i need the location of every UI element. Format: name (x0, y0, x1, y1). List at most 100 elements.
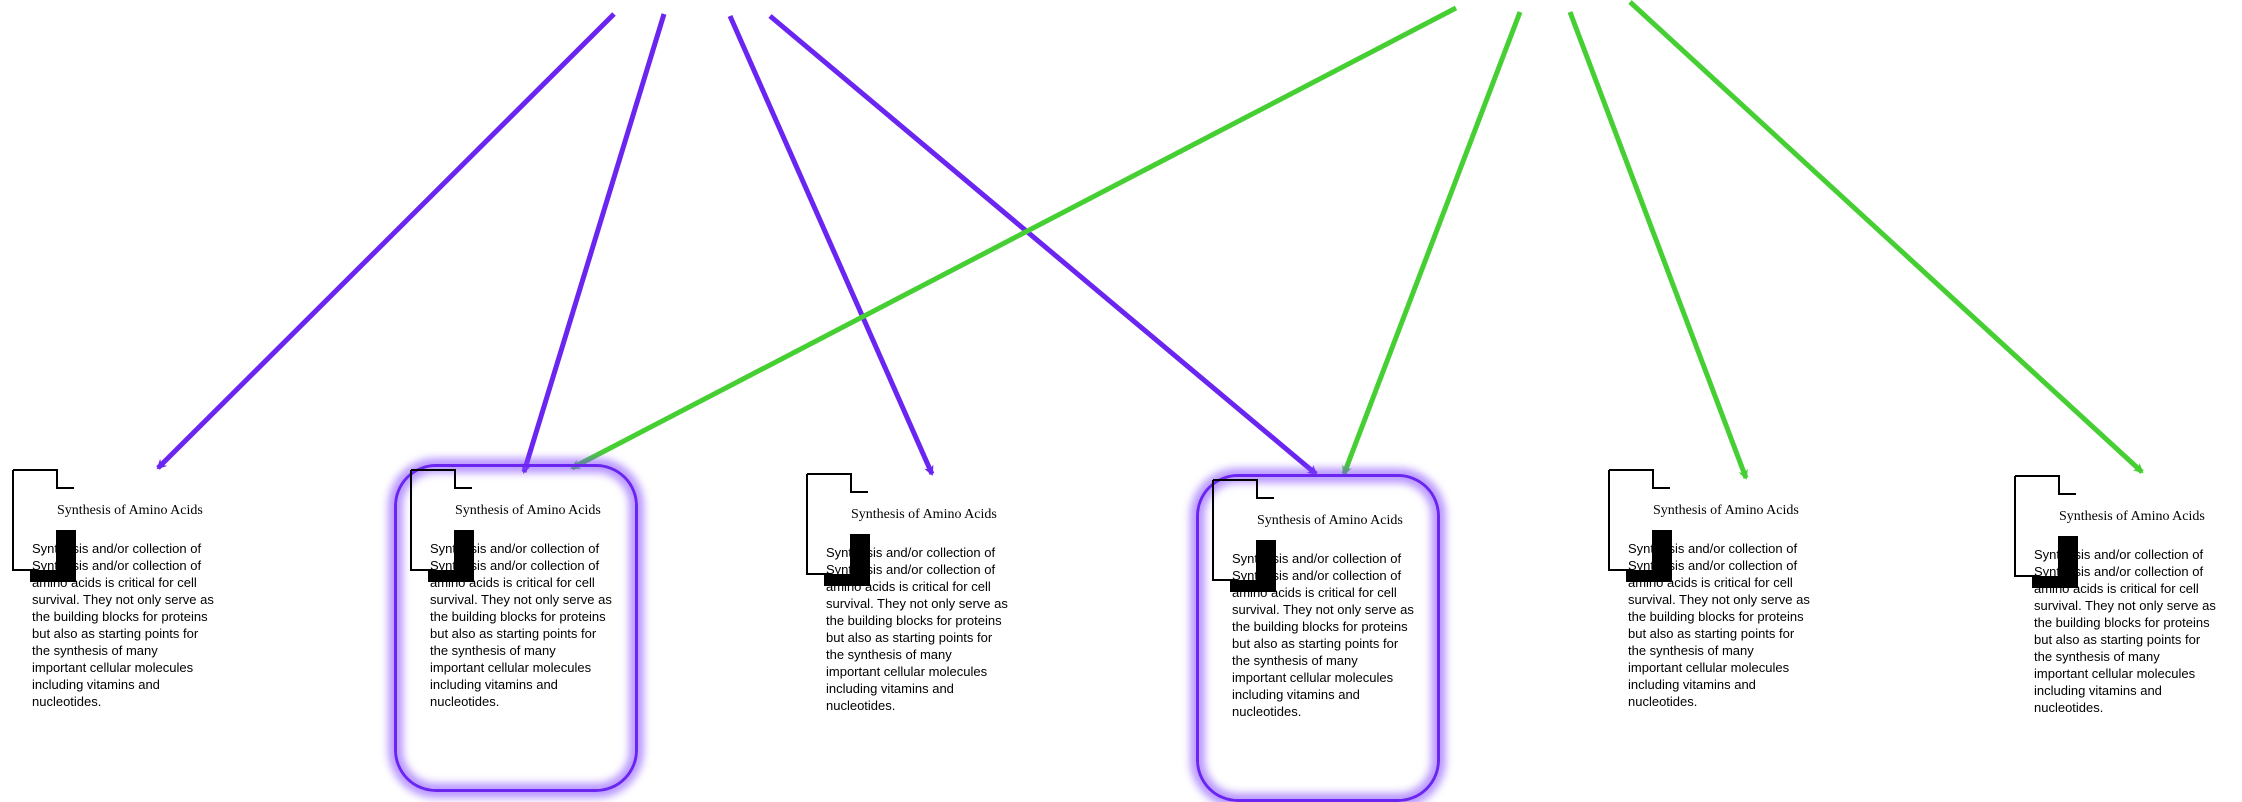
card-body-line: the synthesis of many (826, 647, 952, 662)
card-body-line: survival. They not only serve as (430, 592, 612, 607)
card-body-line: the synthesis of many (2034, 649, 2160, 664)
card-body-line: nucleotides. (2034, 700, 2104, 715)
arrow-layer (156, 0, 2144, 480)
card-body-line: the building blocks for proteins (430, 609, 606, 624)
card-body-line: including vitamins and (1628, 677, 1756, 692)
card-body-line: amino acids is critical for cell (430, 575, 595, 590)
card-body-line: including vitamins and (826, 681, 954, 696)
card-body-line: amino acids is critical for cell (1628, 575, 1793, 590)
card-body-line: the synthesis of many (32, 643, 158, 658)
card-title: Synthesis of Amino Acids (851, 507, 997, 522)
card-body-line: survival. They not only serve as (1628, 592, 1810, 607)
card-body-line: but also as starting points for (430, 626, 597, 641)
document-fold-mark (1626, 530, 1672, 582)
document-fold-mark (428, 530, 474, 582)
card-body-line: Synthesis and/or collection of (1232, 568, 1402, 583)
document-outline (806, 473, 868, 575)
card-body: Synthesis and/or collection of Synthesis … (1232, 550, 1437, 720)
card-body-line: important cellular molecules (32, 660, 194, 675)
card-body-line: Synthesis and/or collection of (826, 545, 996, 560)
card-body-line: Synthesis and/or collection of (2034, 547, 2204, 562)
card-body-line: nucleotides. (1628, 694, 1698, 709)
arrow-purple-to-card-4 (768, 14, 1318, 476)
card-body: Synthesis and/or collection of Synthesis … (1628, 540, 1833, 710)
card-body-line: the building blocks for proteins (826, 613, 1002, 628)
card-body-line: but also as starting points for (1628, 626, 1795, 641)
card-body-line: the building blocks for proteins (2034, 615, 2210, 630)
card-body-line: nucleotides. (430, 694, 500, 709)
card-body-line: amino acids is critical for cell (1232, 585, 1397, 600)
card-title: Synthesis of Amino Acids (57, 503, 203, 518)
card-title: Synthesis of Amino Acids (455, 503, 601, 518)
card-body-line: nucleotides. (1232, 704, 1302, 719)
document-icon (2014, 475, 2078, 588)
document-outline (1212, 479, 1274, 581)
arrow-purple-to-card-1 (156, 12, 616, 470)
card-body-line: amino acids is critical for cell (826, 579, 991, 594)
card-body-line: but also as starting points for (32, 626, 199, 641)
document-outline (12, 469, 74, 571)
card-body-line: nucleotides. (826, 698, 896, 713)
card-body-line: important cellular molecules (1628, 660, 1790, 675)
card-body-line: survival. They not only serve as (32, 592, 214, 607)
card-body-line: Synthesis and/or collection of (1232, 551, 1402, 566)
card-body-line: including vitamins and (32, 677, 160, 692)
card-body-line: nucleotides. (32, 694, 102, 709)
card-body-line: Synthesis and/or collection of (32, 558, 202, 573)
card-body-line: the building blocks for proteins (1232, 619, 1408, 634)
card-body-line: amino acids is critical for cell (2034, 581, 2199, 596)
arrow-green-to-card-5 (1567, 11, 1749, 480)
card-body-line: survival. They not only serve as (826, 596, 1008, 611)
arrow-purple-to-card-2 (521, 13, 667, 474)
document-fold-mark (30, 530, 76, 582)
card-title: Synthesis of Amino Acids (2059, 509, 2205, 524)
card-body-line: the synthesis of many (430, 643, 556, 658)
card-body-line: including vitamins and (430, 677, 558, 692)
card-title: Synthesis of Amino Acids (1257, 513, 1403, 528)
card-body-line: important cellular molecules (826, 664, 988, 679)
document-fold-mark (824, 534, 870, 586)
card-body-line: important cellular molecules (1232, 670, 1394, 685)
card-body-line: amino acids is critical for cell (32, 575, 197, 590)
document-fold-mark (1230, 540, 1276, 592)
document-icon (806, 473, 870, 586)
document-icon (12, 469, 76, 582)
card-body-line: the building blocks for proteins (32, 609, 208, 624)
card-body-line: important cellular molecules (2034, 666, 2196, 681)
document-outline (2014, 475, 2076, 577)
document-icon (1212, 479, 1276, 592)
card-body-line: Synthesis and/or collection of (32, 541, 202, 556)
card-body-line: Synthesis and/or collection of (1628, 541, 1798, 556)
card-body-line: but also as starting points for (826, 630, 993, 645)
card-body-line: including vitamins and (2034, 683, 2162, 698)
card-body-line: the building blocks for proteins (1628, 609, 1804, 624)
connector-arrows (156, 0, 2144, 480)
card-body-line: including vitamins and (1232, 687, 1360, 702)
card-body-line: important cellular molecules (430, 660, 592, 675)
card-body-line: survival. They not only serve as (2034, 598, 2216, 613)
card-body-line: Synthesis and/or collection of (430, 558, 600, 573)
document-icon (410, 469, 474, 582)
arrow-green-to-card-6 (1628, 0, 2144, 474)
card-body-line: but also as starting points for (2034, 632, 2201, 647)
card-body-line: Synthesis and/or collection of (826, 562, 996, 577)
arrow-green-to-card-4 (1341, 11, 1523, 476)
card-body-line: Synthesis and/or collection of (430, 541, 600, 556)
card-body: Synthesis and/or collection of Synthesis … (430, 540, 635, 710)
card-body-line: the synthesis of many (1232, 653, 1358, 668)
document-outline (1608, 469, 1670, 571)
card-body: Synthesis and/or collection of Synthesis … (32, 540, 237, 710)
card-body-line: Synthesis and/or collection of (1628, 558, 1798, 573)
card-body-line: the synthesis of many (1628, 643, 1754, 658)
arrow-purple-to-card-3 (727, 14, 935, 476)
card-body: Synthesis and/or collection of Synthesis … (826, 544, 1031, 714)
document-icon (1608, 469, 1672, 582)
document-outline (410, 469, 472, 571)
